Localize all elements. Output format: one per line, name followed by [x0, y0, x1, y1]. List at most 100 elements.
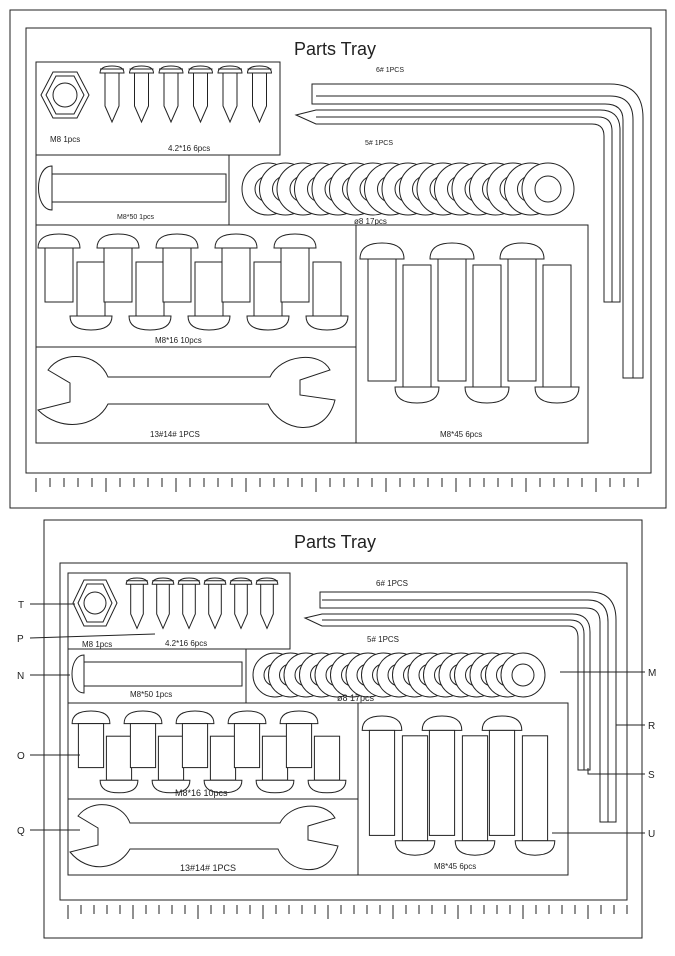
bolt-icon	[187, 261, 231, 331]
hex-nut-icon	[72, 579, 118, 627]
wrench-label: 13#14# 1PCS	[150, 430, 200, 439]
panel-bottom: Parts Tray M8 1pcs 4.2*16 6pcs M8*50 1pc…	[17, 519, 656, 939]
short-bolts-label: M8*16 10pcs	[155, 336, 202, 345]
long-bolts-label: M8*45 6pcs	[440, 430, 482, 439]
screw-icon	[187, 65, 214, 124]
long-bolts-label: M8*45 6pcs	[434, 862, 476, 871]
short-bolt-group	[71, 710, 347, 794]
box-wrench	[35, 346, 357, 444]
tray-title: Parts Tray	[294, 39, 376, 59]
bolt-icon	[123, 710, 163, 769]
box-long-bolts	[357, 702, 569, 876]
callout-R: R	[648, 721, 655, 732]
wrench-icon	[37, 356, 336, 428]
screw-icon	[128, 65, 155, 124]
hex-key-6-label: 6# 1PCS	[376, 579, 408, 588]
callout-M: M	[648, 668, 656, 679]
callout-T: T	[18, 600, 24, 611]
screw-icon	[158, 65, 184, 124]
nut-label: M8 1pcs	[82, 640, 112, 649]
screw-icon	[203, 577, 227, 630]
outer-frame	[9, 9, 667, 509]
screw-icon	[151, 577, 175, 630]
rod-icon	[38, 165, 227, 211]
bolt-icon	[69, 261, 113, 331]
washer-group	[252, 652, 546, 698]
bolt-icon	[394, 264, 440, 404]
bolt-icon	[534, 264, 580, 404]
bolt-icon	[307, 735, 347, 794]
screw-icon	[229, 577, 253, 630]
washers-label: ø8 17pcs	[354, 217, 387, 226]
bolt-icon	[464, 264, 510, 404]
ruler-scale	[35, 478, 639, 492]
bolt-icon	[37, 233, 81, 303]
bolt-icon	[359, 242, 405, 382]
bolt-icon	[394, 735, 436, 856]
screw-icon	[125, 577, 149, 630]
section-boxes	[35, 61, 589, 444]
short-bolt-group	[37, 233, 349, 331]
screw-group	[99, 65, 273, 124]
screws-label: 4.2*16 6pcs	[168, 144, 210, 153]
tray-frame	[59, 562, 628, 901]
short-bolts-label: M8*16 10pcs	[175, 788, 228, 798]
wrench-label: 13#14# 1PCS	[180, 863, 236, 873]
washer-icon	[521, 162, 575, 216]
tray-title: Parts Tray	[294, 532, 376, 552]
screw-icon	[255, 577, 279, 630]
callouts: T P N O Q M R S U	[17, 600, 656, 840]
outer-frame	[43, 519, 643, 939]
bolt-icon	[203, 735, 243, 794]
hex-keys-icon	[294, 83, 644, 379]
bolt-icon	[305, 261, 349, 331]
hex-key-6-label: 6# 1PCS	[376, 67, 404, 74]
bolt-icon	[175, 710, 215, 769]
bolt-icon	[155, 233, 199, 303]
screw-group	[125, 577, 279, 630]
bolt-icon	[214, 233, 258, 303]
screw-icon	[177, 577, 201, 630]
washer-group	[241, 162, 575, 216]
bolt-icon	[421, 715, 463, 836]
panel-top: Parts Tray M8 1pcs 4.2*16 6pcs M8*50 1pc…	[9, 9, 667, 509]
rod-label: M8*50 1pcs	[117, 214, 154, 221]
screw-icon	[99, 65, 125, 124]
callout-N: N	[17, 671, 24, 682]
bolt-icon	[454, 735, 496, 856]
callout-Q: Q	[17, 826, 25, 837]
callout-S: S	[648, 770, 655, 781]
hex-key-5-label: 5# 1PCS	[367, 635, 399, 644]
callout-U: U	[648, 829, 655, 840]
tray-frame	[25, 27, 652, 474]
bolt-icon	[227, 710, 267, 769]
long-bolt-group	[361, 715, 556, 856]
hex-nut-icon	[40, 71, 90, 119]
screw-icon	[246, 65, 273, 124]
bolt-icon	[514, 735, 556, 856]
bolt-icon	[273, 233, 317, 303]
ruler-scale	[67, 905, 628, 919]
screws-label: 4.2*16 6pcs	[165, 639, 207, 648]
washer-icon	[500, 652, 546, 698]
bolt-icon	[499, 242, 545, 382]
bolt-icon	[279, 710, 319, 769]
screw-icon	[217, 65, 243, 124]
callout-O: O	[17, 751, 25, 762]
rod-icon	[71, 654, 243, 694]
hex-key-5-label: 5# 1PCS	[365, 140, 393, 147]
wrench-icon	[69, 804, 339, 871]
washers-label: ø8 17pcs	[337, 693, 375, 703]
hex-keys-icon	[303, 591, 617, 823]
box-long-bolts	[355, 224, 589, 444]
rod-label: M8*50 1pcs	[130, 690, 172, 699]
callout-P: P	[17, 634, 24, 645]
bolt-icon	[71, 710, 111, 769]
bolt-icon	[128, 261, 172, 331]
bolt-icon	[361, 715, 403, 836]
bolt-icon	[429, 242, 475, 382]
section-boxes	[67, 572, 569, 876]
nut-label: M8 1pcs	[50, 135, 80, 144]
